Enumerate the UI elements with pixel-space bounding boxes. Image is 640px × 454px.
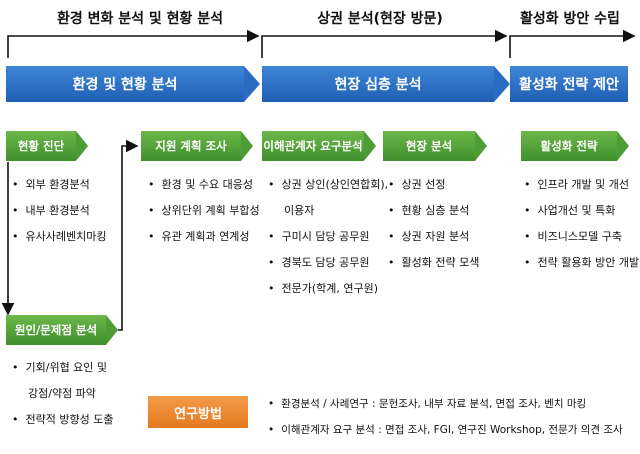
list-item: 경북도 담당 공무원 — [268, 250, 388, 276]
stage-bar-environment: 환경 및 현황 분석 — [6, 66, 260, 102]
phase-title-commercial: 상권 분석(현장 방문) — [317, 11, 443, 27]
list-item: 유관 계획과 연계성 — [148, 224, 260, 250]
list-item: 이용자 — [284, 204, 315, 217]
step-label: 지원 계획 조사 — [155, 139, 227, 153]
stage-label-field: 현장 심층 분석 — [334, 77, 422, 93]
stakeholder-list: 상권 상인(상인연합회), 이용자 구미시 담당 공무원 경북도 담당 공무원 … — [268, 172, 389, 302]
step-arrow-tip — [241, 131, 253, 161]
list-item: 현황 심층 분석 — [388, 198, 479, 224]
research-method-box: 연구방법 — [148, 396, 248, 428]
step-label: 원인/문제점 분석 — [14, 323, 98, 337]
list-item: 활성화 전략 모색 — [388, 250, 480, 276]
step-label: 현장 분석 — [405, 139, 453, 153]
current-diagnosis-list: 외부 환경분석 내부 환경분석 유사사례벤치마킹 — [12, 172, 107, 250]
list-item: 유사사례벤치마킹 — [12, 224, 107, 250]
step-arrow-tip — [617, 131, 629, 161]
list-item: 기회/위협 요인 및 — [12, 355, 113, 381]
list-item: 사업개선 및 특화 — [524, 198, 639, 224]
step-current-diagnosis: 현황 진단 — [6, 131, 88, 161]
list-item: 상권 자원 분석 — [388, 224, 479, 250]
step-support-plan: 지원 계획 조사 — [141, 131, 253, 161]
cause-problem-list: 기회/위협 요인 및 강점/약점 파악 전략적 방향성 도출 — [12, 355, 114, 433]
step-arrow-tip — [364, 131, 376, 161]
step-field-analysis: 현장 분석 — [383, 131, 487, 161]
list-item: 환경분석 / 사례연구 : 문헌조사, 내부 자료 분석, 면접 조사, 벤치 … — [268, 391, 623, 417]
research-method-list: 환경분석 / 사례연구 : 문헌조사, 내부 자료 분석, 면접 조사, 벤치 … — [268, 391, 623, 443]
support-plan-list: 환경 및 수요 대응성 상위단위 계획 부합성 유관 계획과 연계성 — [148, 172, 260, 250]
step-stakeholder-needs: 이해관계자 요구분석 — [262, 131, 376, 161]
list-item: 전략 활용화 방안 개발 — [524, 250, 640, 276]
list-item: 환경 및 수요 대응성 — [148, 172, 260, 198]
stage-bar-strategy: 활성화 전략 제안 — [510, 66, 628, 102]
list-item: 외부 환경분석 — [12, 172, 106, 198]
step-label: 현황 진단 — [17, 139, 65, 153]
list-item: 전문가(학계, 연구원) — [268, 276, 388, 302]
stage-bar-field: 현장 심층 분석 — [262, 66, 510, 102]
list-item: 상권 선정 — [388, 172, 479, 198]
list-item: 이해관계자 요구 분석 : 면접 조사, FGI, 연구진 Workshop, … — [268, 417, 623, 443]
list-item: 내부 환경분석 — [12, 198, 106, 224]
research-method-label: 연구방법 — [174, 406, 222, 422]
list-item: 상권 상인(상인연합회), — [268, 172, 389, 198]
activation-strategy-list: 인프라 개발 및 개선 사업개선 및 특화 비즈니스모델 구축 전략 활용화 방… — [524, 172, 640, 276]
stage-label-environment: 환경 및 현황 분석 — [72, 77, 178, 93]
stage-arrow-tip — [244, 66, 260, 102]
list-item: 상위단위 계획 부합성 — [148, 198, 260, 224]
step-arrow-tip — [475, 131, 487, 161]
list-item: 구미시 담당 공무원 — [268, 224, 388, 250]
field-analysis-list: 상권 선정 현황 심층 분석 상권 자원 분석 활성화 전략 모색 — [388, 172, 480, 276]
stage-label-strategy: 활성화 전략 제안 — [519, 77, 619, 93]
step-arrow-tip — [106, 315, 118, 345]
step-label: 활성화 전략 — [540, 139, 598, 153]
step-activation-strategy: 활성화 전략 — [521, 131, 629, 161]
list-item: 인프라 개발 및 개선 — [524, 172, 639, 198]
step-arrow-tip — [76, 131, 88, 161]
phase-title-environment: 환경 변화 분석 및 현황 분석 — [56, 11, 224, 27]
step-cause-problem: 원인/문제점 분석 — [6, 315, 118, 345]
phase-title-activation: 활성화 방안 수립 — [520, 11, 620, 27]
step-label: 이해관계자 요구분석 — [263, 139, 363, 153]
list-item: 전략적 방향성 도출 — [12, 407, 114, 433]
stage-arrow-tip — [494, 66, 510, 102]
list-item: 강점/약점 파악 — [28, 387, 96, 400]
list-item: 비즈니스모델 구축 — [524, 224, 639, 250]
